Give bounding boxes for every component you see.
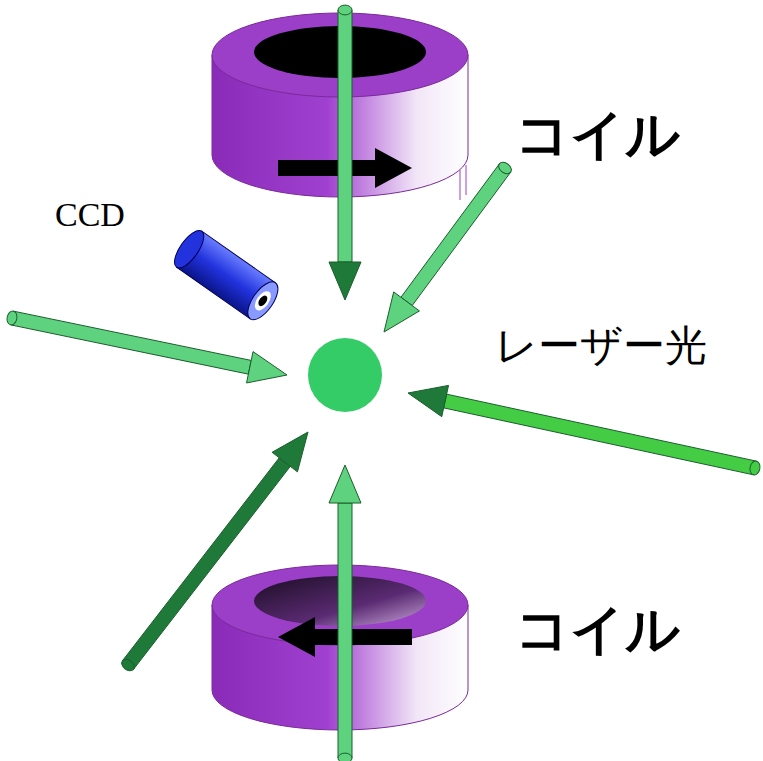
- laser-beam: [11, 311, 252, 374]
- laser-beam: [338, 10, 352, 262]
- beam-head: [272, 432, 308, 472]
- beam-end: [338, 5, 352, 15]
- ccd-camera: [169, 226, 284, 325]
- beam-end: [496, 160, 513, 176]
- beam-head: [384, 292, 419, 332]
- beam-head: [329, 262, 361, 300]
- beam-end: [749, 460, 762, 476]
- coil-label: コイル: [515, 105, 680, 164]
- laser-beam: [122, 458, 290, 669]
- camera-label: CCD: [55, 196, 125, 233]
- laser-beam: [401, 164, 511, 306]
- laser-beam: [444, 394, 757, 475]
- laser-label: レーザー光: [495, 323, 707, 369]
- laser-beams: [6, 5, 761, 761]
- atom-cloud: [308, 338, 382, 412]
- beam-end: [6, 310, 18, 326]
- laser-beam: [338, 503, 352, 758]
- beam-head: [329, 465, 361, 503]
- beam-head: [408, 385, 449, 416]
- beam-end: [119, 657, 136, 673]
- beam-head: [247, 352, 287, 383]
- beam-end: [338, 753, 352, 761]
- coil-label: コイル: [515, 600, 680, 659]
